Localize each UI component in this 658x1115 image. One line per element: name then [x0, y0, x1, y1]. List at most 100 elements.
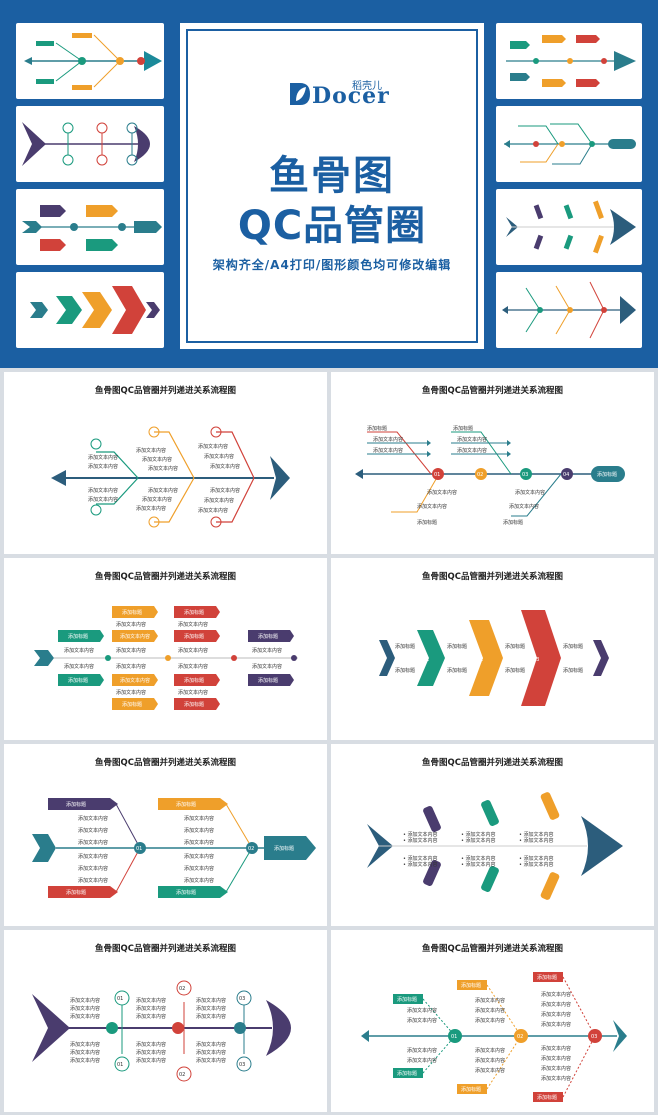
svg-text:添加文本内容: 添加文本内容 [64, 647, 94, 654]
svg-text:02: 02 [477, 657, 483, 663]
svg-text:• 添加文本内容: • 添加文本内容 [519, 831, 554, 838]
svg-text:添加标题: 添加标题 [122, 609, 142, 616]
svg-text:添加文本内容: 添加文本内容 [427, 489, 457, 496]
svg-text:添加标题: 添加标题 [395, 667, 415, 674]
svg-text:01: 01 [423, 657, 429, 663]
svg-text:添加文本内容: 添加文本内容 [116, 689, 146, 696]
svg-text:• 添加文本内容: • 添加文本内容 [519, 855, 554, 862]
thumbnail-1[interactable] [16, 23, 164, 99]
svg-text:添加文本内容: 添加文本内容 [373, 436, 403, 443]
slide-5[interactable]: 鱼骨图QC品管圈并列递进关系流程图 添加标题 添加标题 添加标题 添加标题 添加… [4, 744, 327, 926]
svg-text:04: 04 [563, 472, 569, 478]
cover-card: Docer 稻壳儿 鱼骨图 QC品管圈 架构齐全/A4打印/图形颜色均可修改编辑 [180, 23, 484, 349]
svg-text:03: 03 [239, 996, 245, 1002]
svg-text:添加文本内容: 添加文本内容 [78, 865, 108, 872]
slide-title: 鱼骨图QC品管圈并列递进关系流程图 [422, 944, 563, 954]
svg-text:添加文本内容: 添加文本内容 [210, 487, 240, 494]
svg-text:添加标题: 添加标题 [367, 425, 387, 432]
svg-text:添加标题: 添加标题 [176, 801, 196, 808]
thumbnail-8[interactable] [496, 272, 642, 348]
svg-text:添加标题: 添加标题 [453, 425, 473, 432]
svg-text:添加标题: 添加标题 [503, 519, 523, 526]
svg-text:添加文本内容: 添加文本内容 [120, 633, 150, 640]
thumbnail-6[interactable] [496, 106, 642, 182]
svg-text:添加文本内容: 添加文本内容 [541, 1011, 571, 1018]
svg-text:添加标题: 添加标题 [505, 643, 525, 650]
svg-text:添加标题: 添加标题 [176, 889, 196, 896]
svg-text:添加标题: 添加标题 [447, 667, 467, 674]
svg-text:01: 01 [117, 996, 123, 1002]
gear-icon [234, 1022, 246, 1034]
svg-text:添加文本内容: 添加文本内容 [184, 815, 214, 822]
text-lines: • 添加文本内容• 添加文本内容 • 添加文本内容• 添加文本内容 • 添加文本… [403, 831, 554, 868]
leaf-icon [290, 83, 310, 105]
svg-text:• 添加文本内容: • 添加文本内容 [461, 837, 496, 844]
cover-title-line1: 鱼骨图 [269, 153, 395, 199]
fishbone-diagram: • 添加文本内容• 添加文本内容 • 添加文本内容• 添加文本内容 • 添加文本… [367, 792, 623, 900]
svg-text:添加标题: 添加标题 [122, 701, 142, 708]
slide-6[interactable]: 鱼骨图QC品管圈并列递进关系流程图 • 添加文本内容• 添加文本内容 • 添加文… [331, 744, 654, 926]
svg-text:添加标题: 添加标题 [397, 1070, 417, 1077]
svg-text:添加文本内容: 添加文本内容 [70, 1005, 100, 1012]
svg-text:添加文本内容: 添加文本内容 [70, 1041, 100, 1048]
svg-text:01: 01 [434, 472, 440, 478]
svg-text:03: 03 [522, 472, 528, 478]
cover-title-line2: QC品管圈 [237, 203, 427, 249]
thumb-diagram [22, 205, 162, 251]
gear-icon [210, 426, 222, 438]
slide-3[interactable]: 鱼骨图QC品管圈并列递进关系流程图 添加标题 添加标题 添加标题 添加文本内容 … [4, 558, 327, 740]
svg-text:添加文本内容: 添加文本内容 [196, 1057, 226, 1064]
thumbnail-5[interactable] [496, 23, 642, 99]
svg-text:添加标题: 添加标题 [184, 677, 204, 684]
svg-text:• 添加文本内容: • 添加文本内容 [461, 861, 496, 868]
svg-text:添加文本内容: 添加文本内容 [210, 463, 240, 470]
svg-text:添加文本内容: 添加文本内容 [184, 839, 214, 846]
slide-1[interactable]: 鱼骨图QC品管圈并列递进关系流程图 添加文本内容添加文本内容 添加文本内容添加文… [4, 372, 327, 554]
svg-text:添加文本内容: 添加文本内容 [204, 453, 234, 460]
thumbnail-4[interactable] [16, 272, 164, 348]
thumbnail-3[interactable] [16, 189, 164, 265]
brand-wordmark: Docer [312, 83, 390, 109]
svg-text:添加标题: 添加标题 [447, 643, 467, 650]
svg-text:添加文本内容: 添加文本内容 [136, 1049, 166, 1056]
slide-title: 鱼骨图QC品管圈并列递进关系流程图 [95, 944, 236, 954]
svg-text:添加文本内容: 添加文本内容 [178, 689, 208, 696]
svg-text:添加标题: 添加标题 [68, 677, 88, 684]
thumb-diagram [24, 33, 162, 90]
svg-text:添加文本内容: 添加文本内容 [136, 505, 166, 512]
svg-text:添加文本内容: 添加文本内容 [196, 1013, 226, 1020]
svg-text:添加文本内容: 添加文本内容 [116, 663, 146, 670]
slide-title: 鱼骨图QC品管圈并列递进关系流程图 [422, 386, 563, 396]
svg-text:添加标题: 添加标题 [537, 974, 557, 981]
svg-text:03: 03 [591, 1034, 597, 1040]
brand-name-cn: 稻壳儿 [352, 81, 382, 92]
svg-text:添加文本内容: 添加文本内容 [541, 1075, 571, 1082]
thumbnail-7[interactable] [496, 189, 642, 265]
cloud-icon [90, 504, 102, 516]
svg-text:添加文本内容: 添加文本内容 [407, 1047, 437, 1054]
slide-8[interactable]: 鱼骨图QC品管圈并列递进关系流程图 添加标题 添加标题 添加标题 添加标题 添加… [331, 930, 654, 1112]
svg-text:添加文本内容: 添加文本内容 [475, 1047, 505, 1054]
svg-text:添加标题: 添加标题 [184, 633, 204, 640]
svg-text:添加文本内容: 添加文本内容 [196, 1041, 226, 1048]
cover-frame [186, 29, 478, 343]
chat-icon [106, 1022, 118, 1034]
svg-text:添加标题: 添加标题 [505, 667, 525, 674]
svg-text:添加文本内容: 添加文本内容 [88, 463, 118, 470]
svg-text:添加文本内容: 添加文本内容 [196, 997, 226, 1004]
thumb-diagram [506, 200, 636, 254]
svg-text:01: 01 [136, 846, 142, 852]
thumb-diagram [22, 122, 150, 166]
svg-text:添加文本内容: 添加文本内容 [70, 997, 100, 1004]
thumbnail-2[interactable] [16, 106, 164, 182]
svg-text:• 添加文本内容: • 添加文本内容 [519, 837, 554, 844]
svg-text:添加标题: 添加标题 [66, 889, 86, 896]
